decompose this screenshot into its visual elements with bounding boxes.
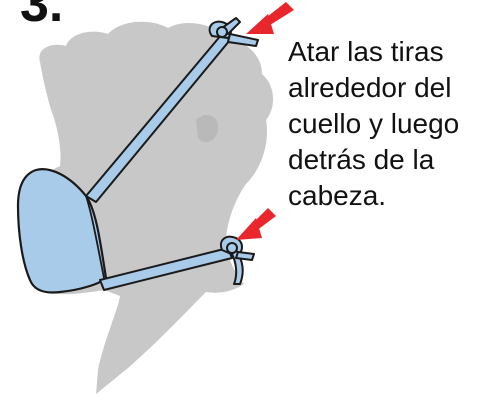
top-knot	[208, 17, 259, 47]
top-arrow-icon	[246, 2, 294, 34]
step-number: 3.	[20, 0, 64, 33]
lower-strap	[99, 247, 233, 291]
bottom-arrow-icon	[236, 208, 276, 240]
bottom-knot	[220, 235, 255, 285]
ear-shading	[196, 115, 219, 143]
instruction-text: Atar las tiras alrededor del cuello y lu…	[288, 36, 460, 211]
head-silhouette	[22, 21, 274, 394]
mask-fold-line	[85, 195, 105, 279]
